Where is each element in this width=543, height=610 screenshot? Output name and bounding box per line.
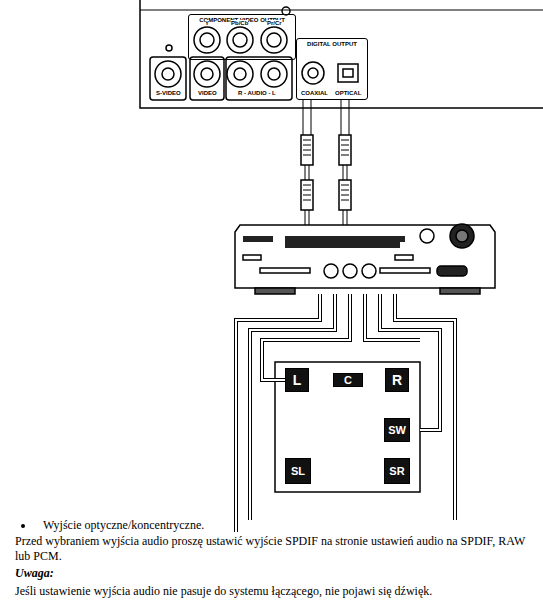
node-text: SR	[389, 465, 404, 477]
node-text: SW	[388, 424, 406, 436]
jack-label: Pr/Cr	[267, 20, 282, 26]
jack-label: OPTICAL	[335, 90, 361, 96]
node-text: R	[392, 372, 402, 388]
bullet-dot	[21, 524, 25, 528]
speaker-right: R	[385, 368, 409, 392]
speaker-left: L	[285, 368, 309, 392]
jack-label: COAXIAL	[301, 90, 328, 96]
speaker-surround-right: SR	[384, 458, 410, 484]
note-heading: Uwaga:	[15, 566, 54, 581]
speaker-subwoofer: SW	[384, 418, 410, 442]
jack-label: R - AUDIO - L	[238, 90, 276, 96]
jack-label: Y	[205, 20, 209, 26]
jack-label: VIDEO	[198, 90, 217, 96]
node-text: L	[293, 372, 302, 388]
jack-label: Pb/Cb	[231, 20, 248, 26]
note-text: Jeśli ustawienie wyjścia audio nie pasuj…	[15, 584, 535, 599]
node-text: DIGITAL OUTPUT	[297, 41, 367, 48]
speaker-center: C	[333, 373, 363, 387]
body-text: Przed wybraniem wyjścia audio proszę ust…	[15, 534, 535, 564]
bullet-text: Wyjście optyczne/koncentryczne.	[43, 518, 204, 533]
node-text: C	[344, 374, 352, 386]
speaker-surround-left: SL	[285, 458, 311, 484]
jack-label: S-VIDEO	[156, 90, 181, 96]
node-text: SL	[291, 465, 305, 477]
